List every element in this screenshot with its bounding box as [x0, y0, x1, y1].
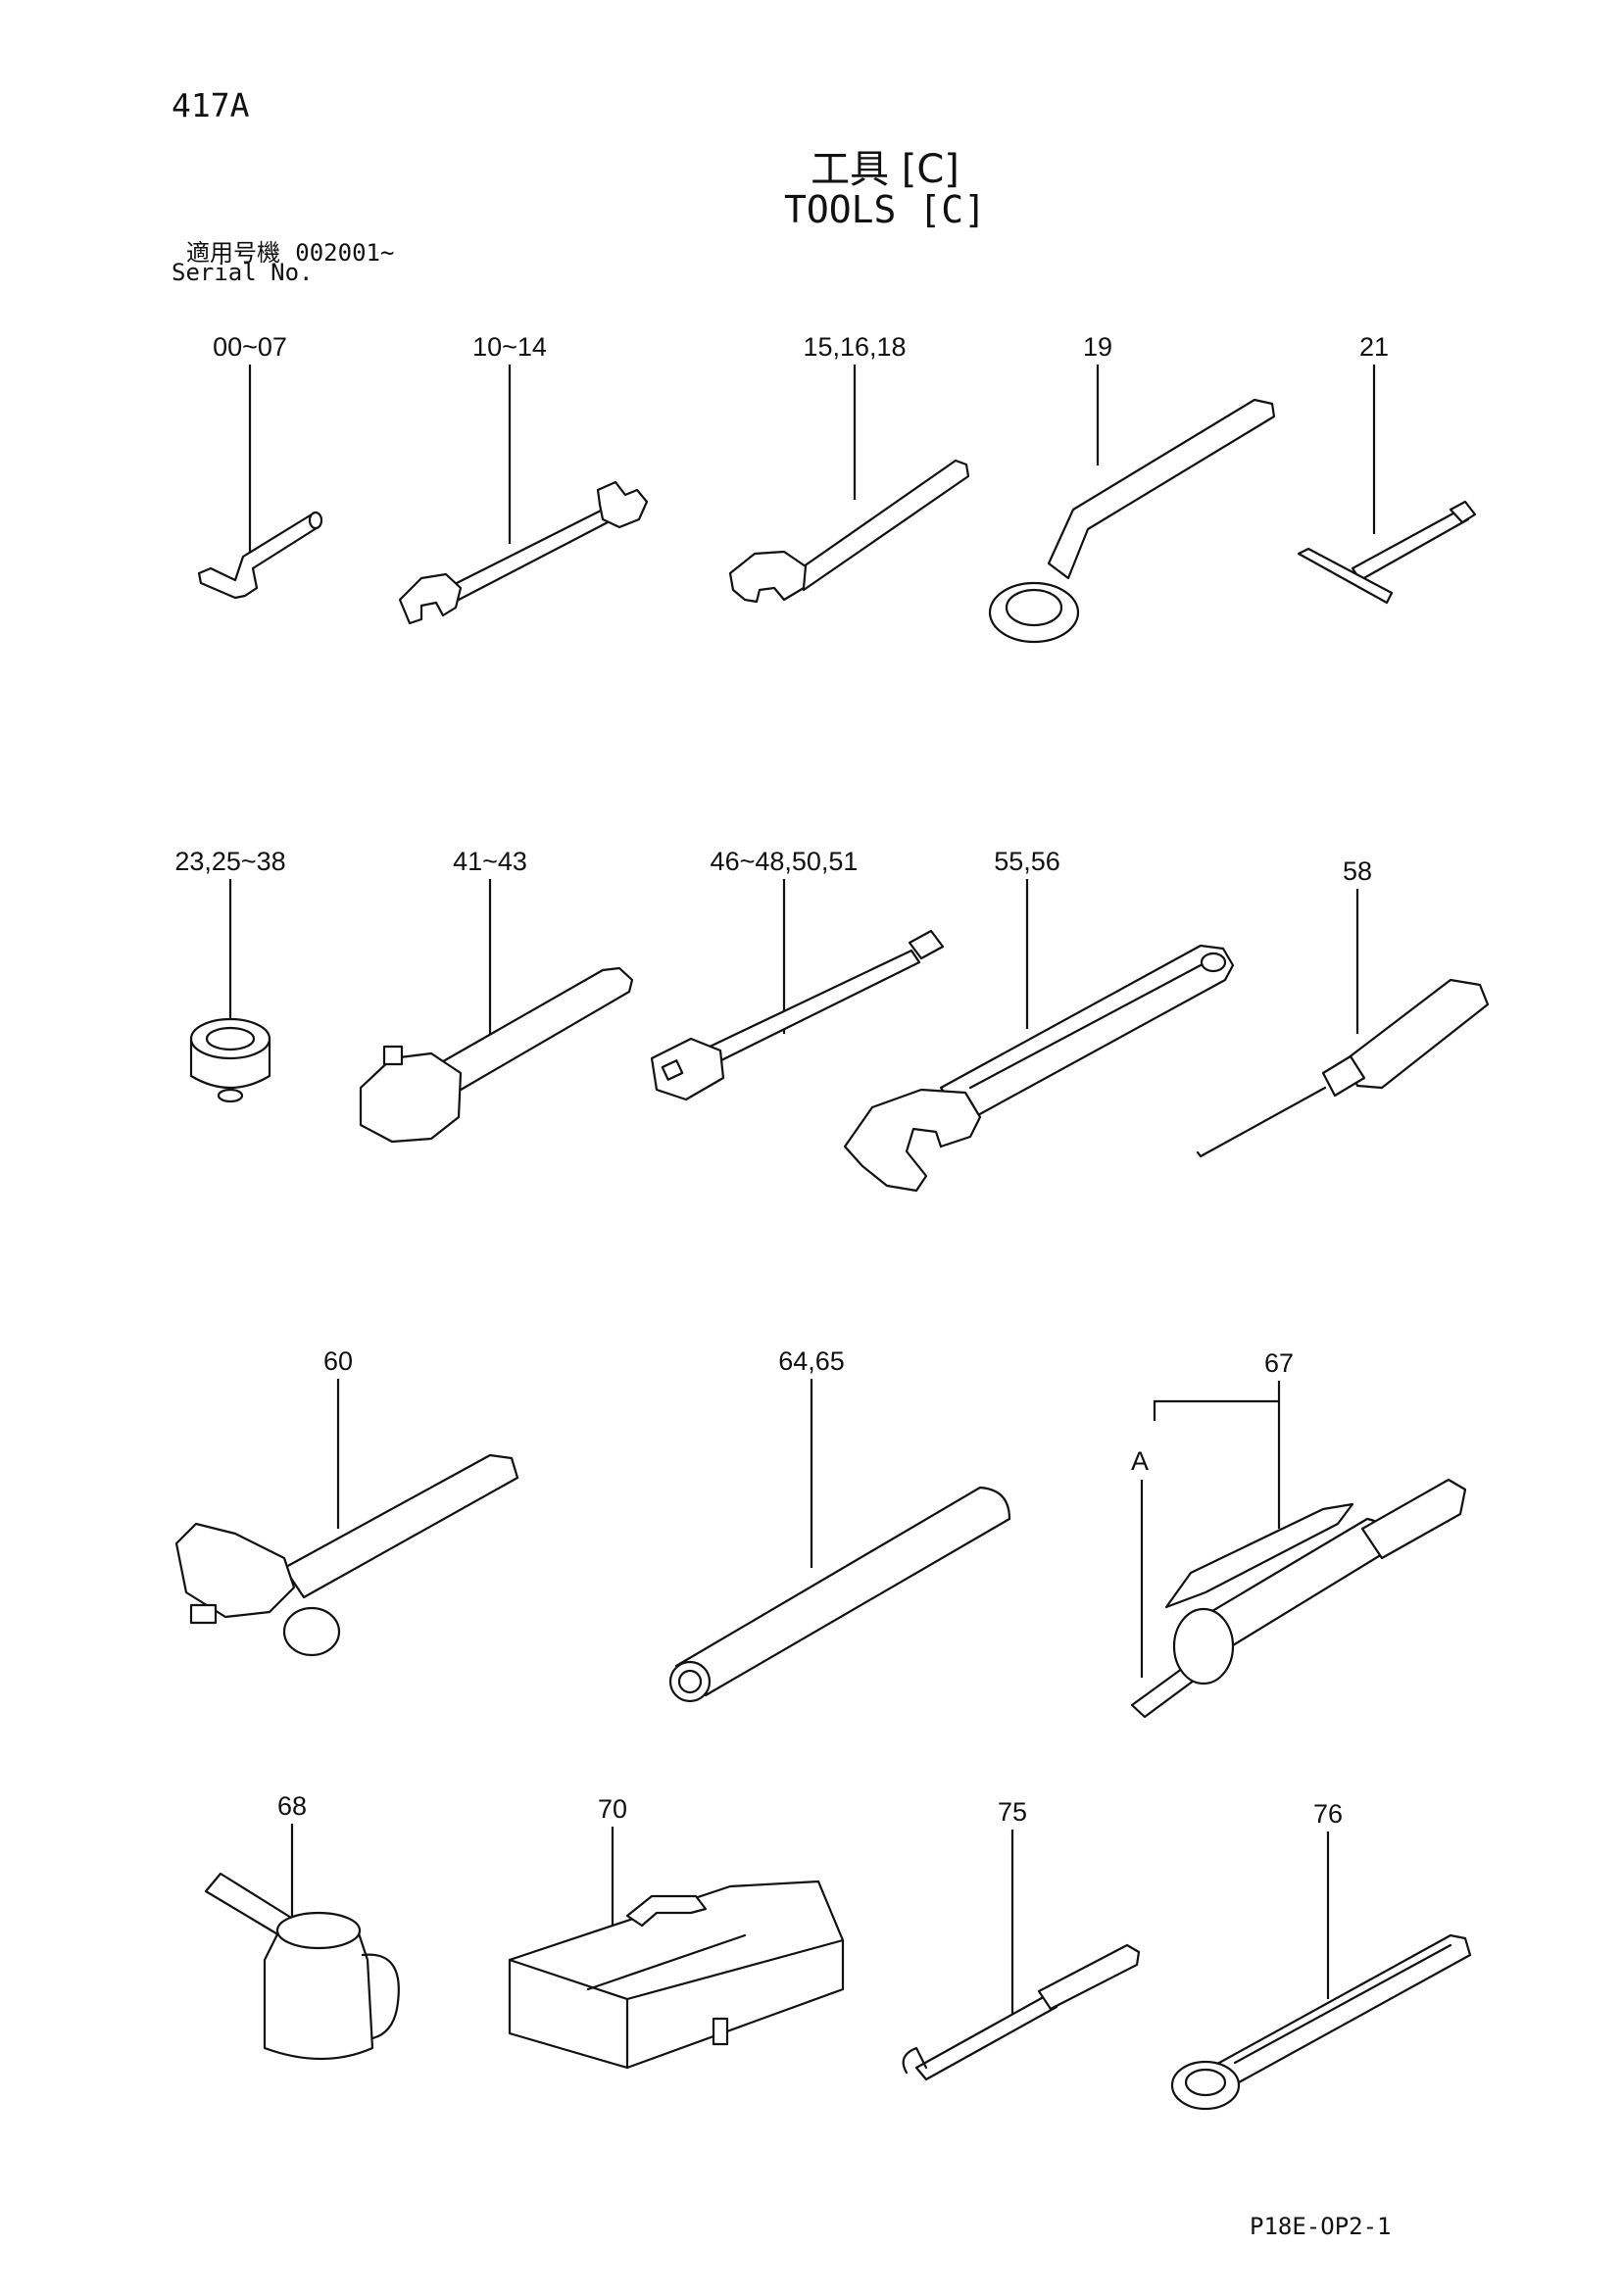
part-label-a: A — [1131, 1446, 1149, 1476]
leader-line — [1153, 1399, 1279, 1421]
part-offset-ring-spanner: 19 — [988, 332, 1276, 644]
part-label-10-14: 10~14 — [472, 332, 547, 362]
part-grease-gun: 67 A — [1130, 1348, 1467, 1719]
serial-label-japanese: 適用号機 002001~ — [186, 233, 394, 268]
part-socket: 23,25~38 — [174, 847, 286, 1103]
part-t-socket-wrench: 21 — [1297, 332, 1477, 605]
serial-value: 002001~ — [295, 239, 395, 267]
part-label-68: 68 — [277, 1791, 307, 1821]
part-label-75: 75 — [998, 1797, 1027, 1827]
part-pipe: 64,65 — [668, 1346, 1011, 1703]
part-oil-can: 68 — [204, 1791, 400, 2061]
page-code: 417A — [172, 86, 250, 124]
part-label-21: 21 — [1359, 332, 1389, 362]
part-label-70: 70 — [598, 1794, 627, 1824]
part-label-23-25-38: 23,25~38 — [174, 847, 285, 876]
part-label-55-56: 55,56 — [994, 847, 1060, 876]
part-single-open-spanner: 15,16,18 — [728, 332, 970, 604]
part-rod-tool: 75 — [902, 1797, 1141, 2081]
part-label-00-07: 00~07 — [213, 332, 287, 362]
part-tool-box: 70 — [508, 1794, 845, 2070]
title-japanese: 工具 [C] — [811, 147, 959, 192]
part-label-41-43: 41~43 — [453, 847, 527, 876]
drawing-code: P18E-OP2-1 — [1250, 2213, 1392, 2240]
part-ratchet-handle: 41~43 — [359, 847, 634, 1144]
serial-label-english: Serial No. — [172, 259, 314, 286]
part-adjustable-wrench: 55,56 — [843, 847, 1235, 1193]
part-label-58: 58 — [1343, 856, 1372, 886]
part-label-76: 76 — [1313, 1799, 1343, 1829]
part-hammer: 60 — [174, 1346, 519, 1657]
part-double-open-spanner: 10~14 — [398, 332, 649, 625]
part-label-67: 67 — [1264, 1348, 1294, 1378]
part-label-15-16-18: 15,16,18 — [803, 332, 906, 362]
title-english: TOOLS [C] — [784, 188, 986, 231]
part-ring-spanner: 76 — [1170, 1799, 1472, 2111]
serial-label-jp-text: 適用号機 — [186, 239, 280, 267]
part-extension-bar: 46~48,50,51 — [650, 847, 945, 1101]
part-label-64-65: 64,65 — [778, 1346, 845, 1376]
part-label-60: 60 — [323, 1346, 353, 1376]
part-screwdriver: 58 — [1196, 856, 1490, 1158]
part-hex-key: 00~07 — [197, 332, 323, 600]
part-label-46-48-50-51: 46~48,50,51 — [711, 847, 859, 876]
part-label-19: 19 — [1083, 332, 1112, 362]
